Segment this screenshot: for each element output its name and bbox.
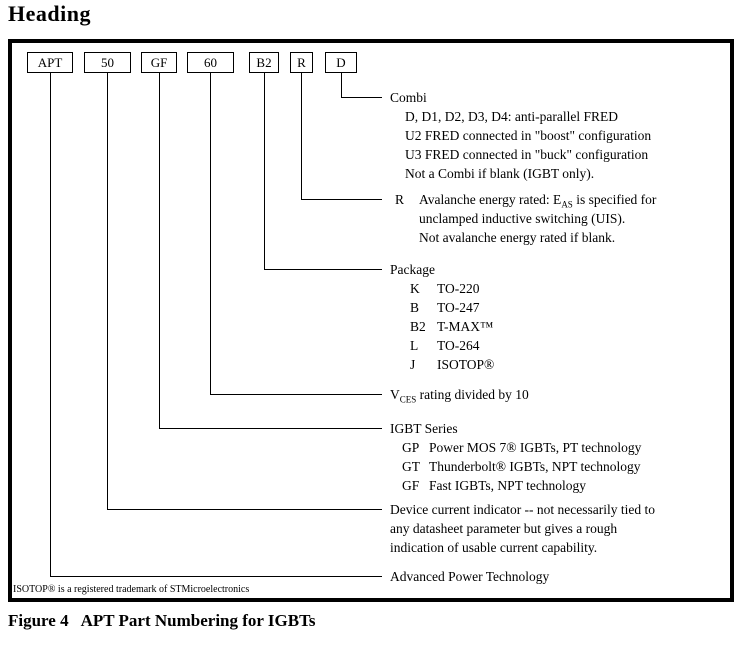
figure-frame [8, 39, 734, 602]
section-avalanche: R Avalanche energy rated: EAS is specifie… [390, 190, 656, 247]
combi-item: Not a Combi if blank (IGBT only). [405, 166, 595, 181]
package-desc: TO-247 [437, 300, 480, 315]
igbt-series-desc: Thunderbolt® IGBTs, NPT technology [429, 459, 641, 474]
part-box-gf: GF [141, 52, 177, 73]
igbt-series-code: GF [402, 478, 420, 493]
connector-b2-horizontal [264, 269, 382, 270]
figure-caption: Figure 4 APT Part Numbering for IGBTs [8, 611, 315, 631]
igbt-series-desc: Fast IGBTs, NPT technology [429, 478, 587, 493]
package-title: Package [390, 262, 435, 277]
package-desc: T-MAX™ [437, 319, 494, 334]
igbt-series-code: GT [402, 459, 420, 474]
vces-pre: V [390, 387, 400, 402]
section-igbt-series: IGBT Series GP Power MOS 7® IGBTs, PT tec… [390, 419, 641, 495]
connector-d-vertical [341, 73, 342, 97]
vces-subscript: CES [399, 394, 417, 405]
igbt-series-title: IGBT Series [390, 421, 458, 436]
trademark-footnote: ISOTOP® is a registered trademark of STM… [13, 584, 250, 595]
connector-60-vertical [210, 73, 211, 394]
package-row: L TO-264 [390, 336, 494, 355]
package-code: L [410, 338, 419, 353]
part-box-b2: B2 [249, 52, 279, 73]
current-indicator-line: indication of usable current capability. [390, 540, 598, 555]
avalanche-code: R [395, 192, 405, 207]
section-company: Advanced Power Technology [390, 567, 549, 586]
package-code: B [410, 300, 420, 315]
connector-50-vertical [107, 73, 108, 509]
package-code: K [410, 281, 420, 296]
igbt-series-code: GP [402, 440, 420, 455]
connector-d-horizontal [341, 97, 382, 98]
connector-50-horizontal [107, 509, 382, 510]
part-box-d: D [325, 52, 357, 73]
section-combi: Combi D, D1, D2, D3, D4: anti-parallel F… [390, 88, 651, 183]
igbt-series-desc: Power MOS 7® IGBTs, PT technology [429, 440, 642, 455]
part-box-50: 50 [84, 52, 131, 73]
package-row: B TO-247 [390, 298, 494, 317]
avalanche-line3: Not avalanche energy rated if blank. [419, 230, 616, 245]
company-label: Advanced Power Technology [390, 569, 550, 584]
vces-line: VCES rating divided by 10 [390, 385, 529, 404]
package-row: J ISOTOP® [390, 355, 494, 374]
combi-item: U2 FRED connected in "boost" configurati… [405, 128, 652, 143]
section-current-indicator: Device current indicator -- not necessar… [390, 500, 655, 557]
section-vces: VCES rating divided by 10 [390, 385, 529, 404]
figure-caption-number: Figure 4 [8, 611, 69, 630]
combi-title: Combi [390, 90, 427, 105]
connector-r-vertical [301, 73, 302, 199]
avalanche-subscript: AS [561, 199, 573, 210]
connector-apt-horizontal [50, 576, 382, 577]
package-row: B2 T-MAX™ [390, 317, 494, 336]
igbt-series-row: GF Fast IGBTs, NPT technology [390, 476, 641, 495]
section-package: Package K TO-220 B TO-247 B2 T-MAX™ L TO-264… [390, 260, 494, 374]
figure-caption-title: APT Part Numbering for IGBTs [80, 611, 316, 630]
connector-apt-vertical [50, 73, 51, 576]
current-indicator-line: any datasheet parameter but gives a roug… [390, 521, 618, 536]
connector-60-horizontal [210, 394, 382, 395]
avalanche-line1: R Avalanche energy rated: EAS is specifie… [390, 190, 656, 209]
connector-r-horizontal [301, 199, 382, 200]
current-indicator-line: Device current indicator -- not necessar… [390, 502, 656, 517]
avalanche-text-pre: Avalanche energy rated: E [419, 192, 562, 207]
package-desc: TO-220 [437, 281, 480, 296]
package-desc: TO-264 [437, 338, 480, 353]
part-box-60: 60 [187, 52, 234, 73]
package-code: J [410, 357, 416, 372]
combi-item: U3 FRED connected in "buck" configuratio… [405, 147, 649, 162]
connector-gf-horizontal [159, 428, 382, 429]
vces-post: rating divided by 10 [416, 387, 529, 402]
page-title: Heading [8, 1, 91, 26]
avalanche-text-post: is specified for [572, 192, 657, 207]
igbt-series-row: GP Power MOS 7® IGBTs, PT technology [390, 438, 641, 457]
combi-item: D, D1, D2, D3, D4: anti-parallel FRED [405, 109, 618, 124]
package-desc: ISOTOP® [437, 357, 495, 372]
package-code: B2 [410, 319, 426, 334]
igbt-series-row: GT Thunderbolt® IGBTs, NPT technology [390, 457, 641, 476]
connector-gf-vertical [159, 73, 160, 428]
part-box-apt: APT [27, 52, 73, 73]
part-box-r: R [290, 52, 313, 73]
package-row: K TO-220 [390, 279, 494, 298]
avalanche-line2: unclamped inductive switching (UIS). [419, 211, 626, 226]
connector-b2-vertical [264, 73, 265, 269]
